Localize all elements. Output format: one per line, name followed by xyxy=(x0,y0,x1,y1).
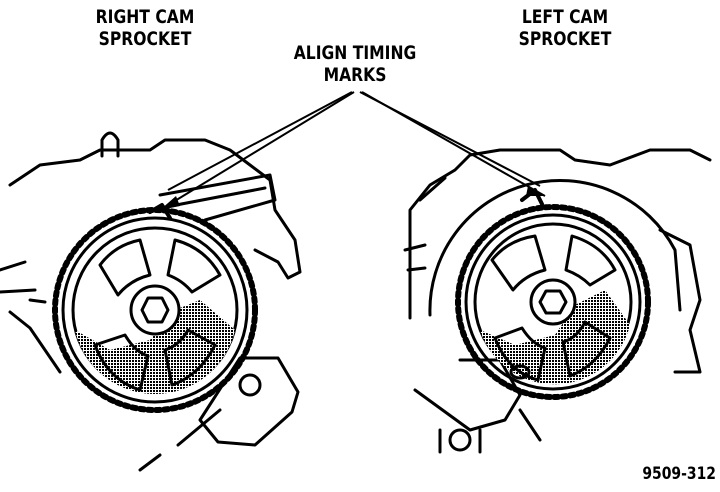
right-cam-sprocket-illustration xyxy=(0,131,302,472)
spoke-hole-3 xyxy=(163,328,217,387)
leader-to-right-cam-2 xyxy=(159,91,355,211)
spoke-hole-4 xyxy=(493,326,547,382)
left-cam-sprocket-label: LEFT CAM SPROCKET xyxy=(495,6,634,50)
align-label-line-1: ALIGN TIMING xyxy=(293,42,417,64)
leader-to-right-cam-1 xyxy=(167,91,353,191)
lower-lines xyxy=(438,408,542,454)
engine-head-lower xyxy=(8,310,62,374)
housing-lines xyxy=(0,186,267,304)
engine-head-outline xyxy=(408,148,712,320)
timing-cover-arc xyxy=(428,178,682,317)
sprocket-teeth-ring xyxy=(455,204,651,400)
spoke-hole-1 xyxy=(490,234,547,292)
right-cam-timing-mark xyxy=(148,203,172,220)
head-left-edge xyxy=(403,176,447,272)
sprocket-inner-rim xyxy=(61,216,249,404)
engine-head-outline xyxy=(8,138,302,280)
stud xyxy=(100,131,120,158)
lower-lines xyxy=(138,408,222,472)
figure-number: 9509-312 xyxy=(642,464,716,484)
arrowhead-right-cam xyxy=(160,196,180,210)
hub-bolt xyxy=(140,296,170,324)
spoke-hole-1 xyxy=(98,238,152,297)
lower-bracket xyxy=(413,358,522,432)
sprocket-inner-rim xyxy=(464,213,642,391)
right-cam-sprocket-label: RIGHT CAM SPROCKET xyxy=(75,6,214,50)
tensioner-bracket xyxy=(198,356,300,447)
sprocket-pin xyxy=(509,364,531,380)
spoke-hole-3 xyxy=(561,320,612,378)
right-cam-label-line-2: SPROCKET xyxy=(98,28,192,50)
left-cam-sprocket-illustration xyxy=(403,148,712,454)
spoke-hole-2 xyxy=(564,234,617,287)
bracket-bolt xyxy=(238,373,262,397)
hub-bolt xyxy=(538,289,568,315)
valve-cover-edge xyxy=(158,173,277,222)
leader-to-left-cam-2 xyxy=(361,91,546,197)
left-cam-label-line-2: SPROCKET xyxy=(518,28,612,50)
right-cam-label-line-1: RIGHT CAM xyxy=(95,6,195,28)
leader-lines xyxy=(159,91,546,211)
spoke-hole-2 xyxy=(166,238,222,294)
left-cam-label-line-1: LEFT CAM xyxy=(521,6,609,28)
arrowhead-left-cam xyxy=(526,186,545,196)
lower-bolt xyxy=(448,428,472,452)
spoke-hole-4 xyxy=(93,333,150,392)
align-timing-marks-label: ALIGN TIMING MARKS xyxy=(273,42,437,86)
head-right-edge xyxy=(658,228,702,374)
align-label-line-2: MARKS xyxy=(323,64,387,86)
